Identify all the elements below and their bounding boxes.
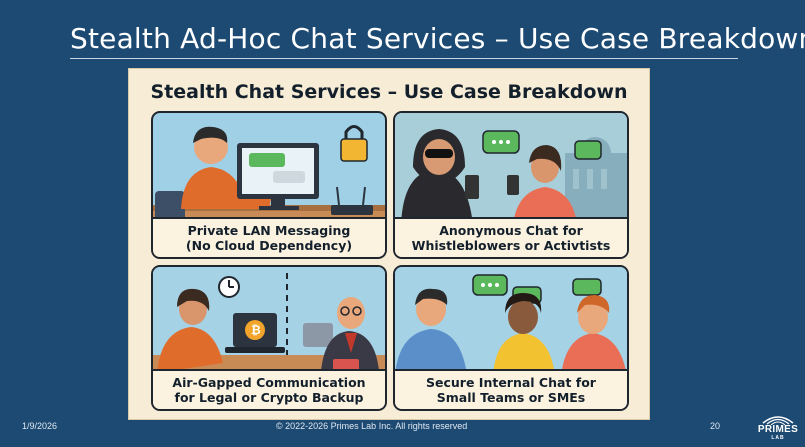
logo-text: PRIMES	[757, 424, 799, 435]
panel-air-gapped-communication: ₿ Air-Gapped Communication for Legal or …	[151, 265, 387, 411]
panel-caption: Secure Internal Chat for Small Teams or …	[395, 369, 627, 409]
panel-caption: Private LAN Messaging (No Cloud Dependen…	[153, 217, 385, 257]
logo-subtext: LAB	[771, 435, 785, 441]
slide-title: Stealth Ad-Hoc Chat Services – Use Case …	[70, 22, 805, 55]
panel-private-lan-messaging: Private LAN Messaging (No Cloud Dependen…	[151, 111, 387, 259]
panel-caption: Air-Gapped Communication for Legal or Cr…	[153, 369, 385, 409]
panel-anonymous-chat: Anonymous Chat for Whistleblowers or Act…	[393, 111, 629, 259]
title-underline	[70, 58, 738, 59]
poster-title: Stealth Chat Services – Use Case Breakdo…	[150, 81, 628, 103]
panel-caption: Anonymous Chat for Whistleblowers or Act…	[395, 217, 627, 257]
svg-text:₿: ₿	[251, 323, 261, 337]
slide-page-number: 20	[710, 421, 721, 431]
slide-copyright: © 2022-2026 Primes Lab Inc. All rights r…	[276, 421, 468, 431]
logo-arc-icon	[762, 416, 794, 425]
primes-lab-logo: PRIMES LAB	[757, 411, 799, 441]
panel-secure-internal-chat: Secure Internal Chat for Small Teams or …	[393, 265, 629, 411]
slide-date: 1/9/2026	[22, 421, 58, 431]
use-case-poster-image: Stealth Chat Services – Use Case Breakdo…	[128, 68, 650, 420]
